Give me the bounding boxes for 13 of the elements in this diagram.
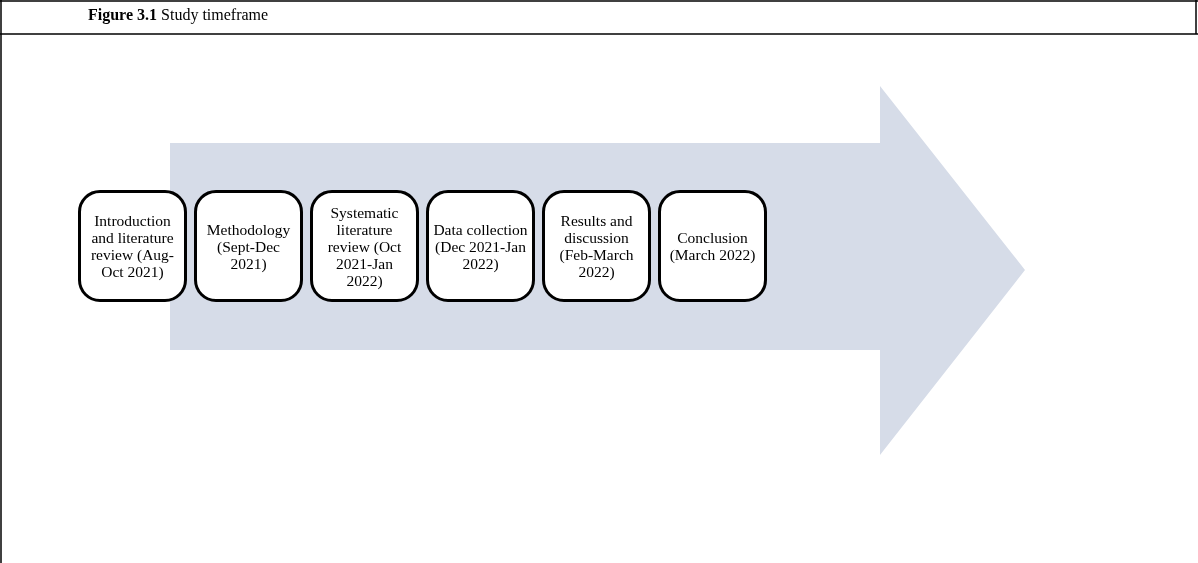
stage-box <box>426 190 535 302</box>
stage-label: Conclusion (March 2022) <box>668 229 757 263</box>
stage-box <box>194 190 303 302</box>
stage-box <box>78 190 187 302</box>
stage-label: Introduction and literature review (Aug-Oct 2021) <box>89 212 176 280</box>
stage-label: Methodology (Sept-Dec 2021) <box>205 220 292 272</box>
stage-box <box>658 190 767 302</box>
figure-title: Figure 3.1 Study timeframe <box>88 6 269 24</box>
stage-label: Data collection (Dec 2021-Jan 2022) <box>432 220 529 272</box>
stage-box <box>542 190 651 302</box>
stage-label: Results and discussion (Feb-March 2022) <box>558 212 635 280</box>
stage-box <box>310 190 419 302</box>
stage-label: Systematic literature review (Oct 2021-Jan 2022) <box>326 203 403 289</box>
